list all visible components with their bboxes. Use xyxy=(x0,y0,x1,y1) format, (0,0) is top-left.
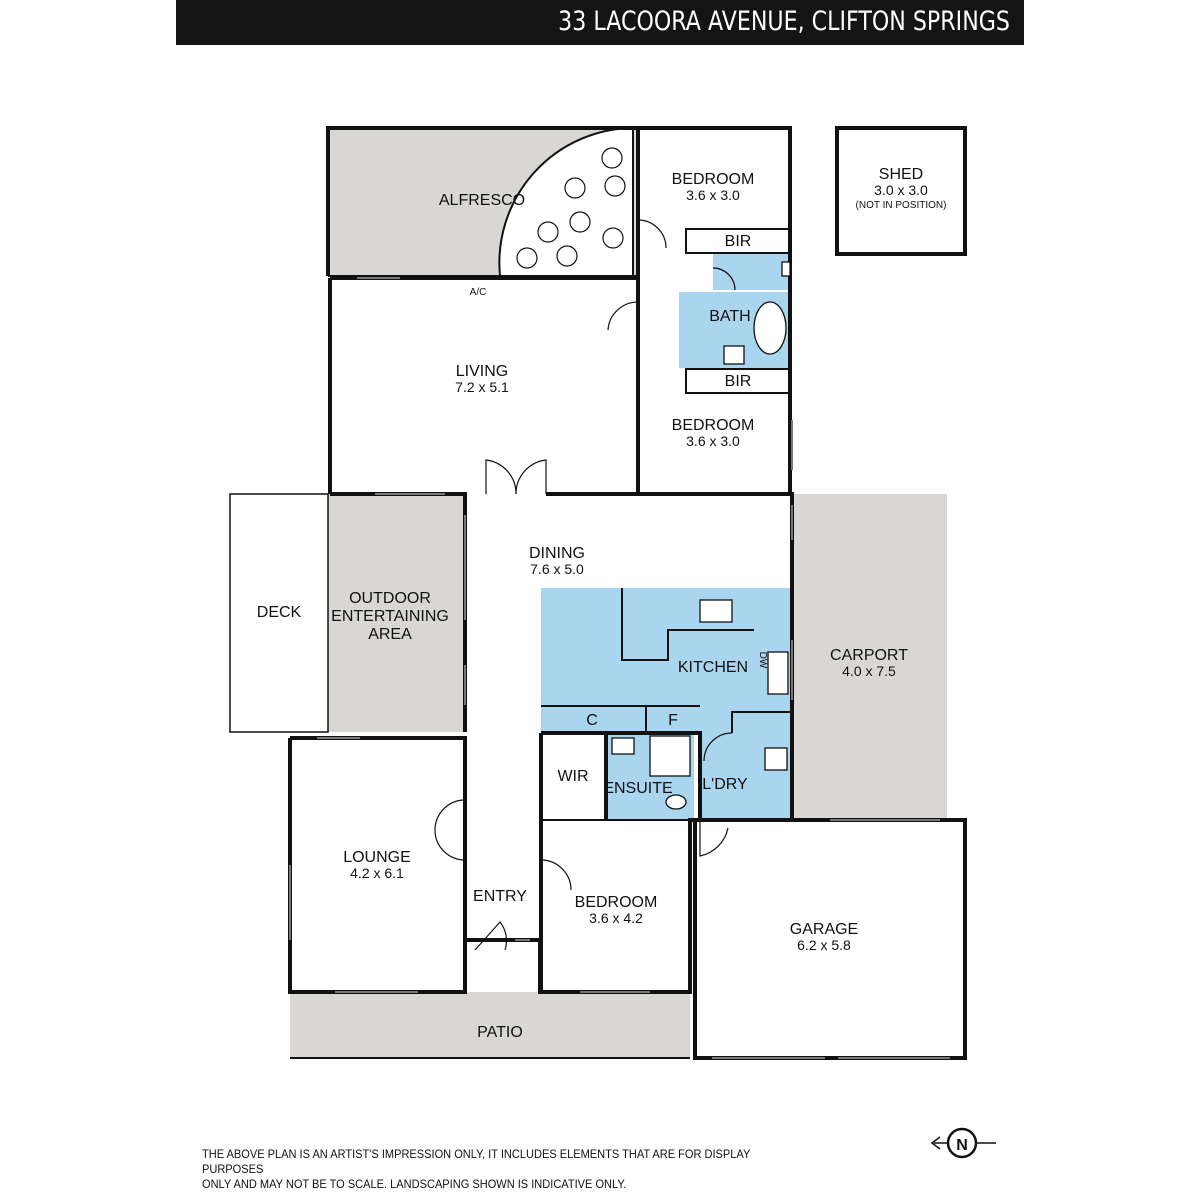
bir2-label: BIR xyxy=(725,373,752,390)
kitchen-label: KITCHEN xyxy=(678,659,748,676)
wir-label: WIR xyxy=(557,768,588,785)
plant-icon xyxy=(564,177,586,199)
bedroom2-label: BEDROOM xyxy=(672,417,755,434)
alfresco-label: ALFRESCO xyxy=(439,192,525,209)
shed-size: 3.0 x 3.0 xyxy=(874,182,928,198)
powder-area xyxy=(713,254,790,290)
bir1-label: BIR xyxy=(725,233,752,250)
outdoor-entertaining-area xyxy=(328,494,465,732)
lounge-label: LOUNGE xyxy=(343,849,411,866)
compass-label: N xyxy=(956,1137,968,1154)
carport-area xyxy=(792,494,947,820)
bedroom1-label: BEDROOM xyxy=(672,171,755,188)
internal-lines xyxy=(290,228,791,1059)
outdoor-label-2: ENTERTAINING xyxy=(331,608,449,625)
bedroom1-size: 3.6 x 3.0 xyxy=(686,187,740,203)
bedroom2-size: 3.6 x 3.0 xyxy=(686,433,740,449)
plant-icon xyxy=(516,247,538,269)
f-label: F xyxy=(668,712,678,729)
plant-icon xyxy=(601,147,623,169)
living-size: 7.2 x 5.1 xyxy=(455,379,509,395)
patio-label: PATIO xyxy=(477,1024,523,1041)
property-title: 33 LACOORA AVENUE, CLIFTON SPRINGS xyxy=(558,6,1010,37)
garage-size: 6.2 x 5.8 xyxy=(797,937,851,953)
carport-label: CARPORT xyxy=(830,647,908,664)
fixtures xyxy=(611,261,791,810)
ensuite-basin-icon xyxy=(611,737,635,755)
dw-label: DW xyxy=(757,652,768,669)
sink-icon xyxy=(767,651,789,695)
compass-icon xyxy=(946,1127,978,1159)
basin-icon xyxy=(723,345,745,365)
shed-note: (NOT IN POSITION) xyxy=(856,200,947,211)
laundry-tub-icon xyxy=(764,747,788,771)
plant-icon xyxy=(569,211,591,233)
room-labels: ALFRESCO BEDROOM 3.6 x 3.0 BIR BATH BIR … xyxy=(257,166,947,1041)
plant-icon xyxy=(604,175,626,197)
outdoor-label-3: AREA xyxy=(368,626,412,643)
compass: N xyxy=(930,1127,996,1159)
cooktop-icon xyxy=(699,599,733,623)
disclaimer-text: THE ABOVE PLAN IS AN ARTIST'S IMPRESSION… xyxy=(202,1147,751,1191)
shed-label: SHED xyxy=(879,166,923,183)
toilet-icon xyxy=(781,261,791,277)
windows xyxy=(289,277,950,1059)
ensuite-label: ENSUITE xyxy=(603,780,672,797)
outdoor-label-1: OUTDOOR xyxy=(349,590,431,607)
garage-label: GARAGE xyxy=(790,921,858,938)
plant-icon xyxy=(602,227,624,249)
ac-label: A/C xyxy=(470,287,487,298)
walls xyxy=(288,126,967,1060)
deck-outline xyxy=(229,493,329,733)
entry-label: ENTRY xyxy=(473,888,527,905)
header-bar: 33 LACOORA AVENUE, CLIFTON SPRINGS xyxy=(176,0,1024,45)
bedroom3-size: 3.6 x 4.2 xyxy=(589,910,643,926)
plant-icon xyxy=(556,245,578,267)
dining-label: DINING xyxy=(529,545,585,562)
bedroom3-label: BEDROOM xyxy=(575,894,658,911)
kitchen-laundry-area xyxy=(541,588,790,820)
garden-plants xyxy=(516,147,626,269)
ldry-label: L'DRY xyxy=(702,776,748,793)
deck-label: DECK xyxy=(257,604,302,621)
living-label: LIVING xyxy=(456,363,508,380)
dining-size: 7.6 x 5.0 xyxy=(530,561,584,577)
outdoor-areas xyxy=(290,128,947,1058)
plant-icon xyxy=(537,221,559,243)
doors xyxy=(434,219,736,951)
patio-area xyxy=(290,992,690,1058)
bathtub-icon xyxy=(753,301,787,355)
c-label: C xyxy=(586,712,598,729)
ensuite-toilet-icon xyxy=(665,794,687,810)
bath-label: BATH xyxy=(709,308,750,325)
carport-size: 4.0 x 7.5 xyxy=(842,663,896,679)
shower-icon xyxy=(649,735,691,777)
lounge-size: 4.2 x 6.1 xyxy=(350,865,404,881)
